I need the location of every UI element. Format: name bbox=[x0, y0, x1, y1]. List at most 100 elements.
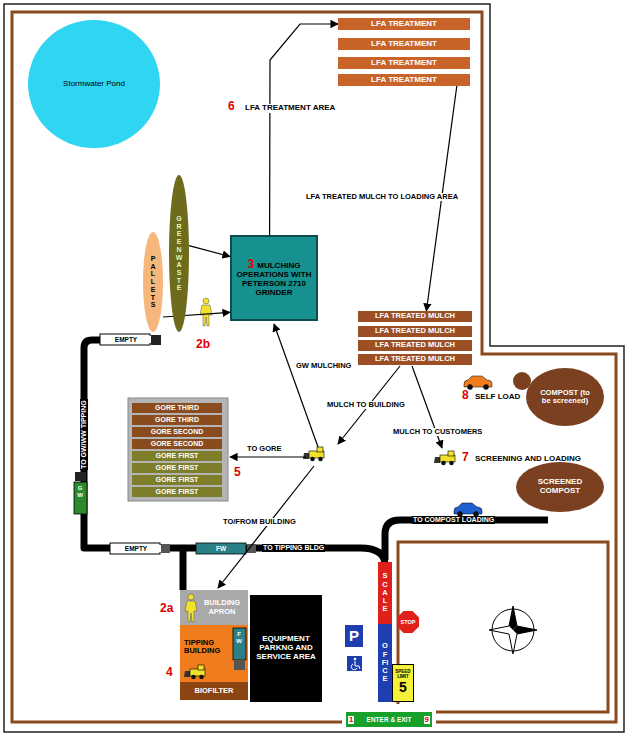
stop-sign-outline bbox=[397, 611, 419, 633]
site-boundary-part bbox=[4, 4, 624, 732]
area-label: LFA TREATMENT AREA bbox=[244, 104, 336, 113]
node-text: STOP bbox=[401, 619, 416, 625]
road-label: TO GW/WW TIPPING bbox=[80, 399, 88, 470]
equipment-area: EQUIPMENT PARKNG AND SERVICE AREA bbox=[250, 595, 322, 702]
road-label: TO TIPPING BLDG bbox=[262, 544, 325, 552]
node-text: LFA TREATED MULCH bbox=[375, 355, 455, 363]
callout-number: 5 bbox=[234, 466, 241, 479]
node-text: LFA TREATED MULCH bbox=[375, 327, 455, 335]
node-text: GREENWASTE bbox=[176, 215, 183, 292]
flow-label: TO/FROM BUILDING bbox=[222, 518, 297, 526]
building bbox=[180, 590, 248, 682]
gore-band: GORE SECOND bbox=[132, 427, 222, 437]
text-block: 3MULCHING OPERATIONS WITH PETERSON 2710 … bbox=[232, 258, 316, 298]
node-text: GORE FIRST bbox=[156, 464, 199, 472]
loader-part bbox=[303, 447, 324, 461]
truck-label: EMPTY bbox=[101, 336, 151, 343]
flow-label: TO GORE bbox=[246, 445, 282, 453]
callout-number: 6 bbox=[228, 100, 235, 113]
edge-label: LFA TREATED MULCH TO LOADING AREA bbox=[305, 193, 459, 201]
greenwaste-pile-outline bbox=[169, 175, 189, 332]
building-part bbox=[180, 590, 248, 625]
truck-part bbox=[196, 543, 246, 554]
mulch-band: LFA TREATED MULCH bbox=[358, 326, 472, 337]
truck-part bbox=[234, 661, 245, 670]
accessible-sign-part bbox=[354, 658, 357, 661]
loader-part bbox=[184, 665, 205, 679]
compost-pile: COMPOST (to be screened) bbox=[526, 368, 604, 426]
road-part bbox=[385, 520, 548, 560]
flow-label: MULCH TO BUILDING bbox=[326, 401, 406, 409]
flow-arrow-part bbox=[230, 456, 306, 457]
loader-part bbox=[434, 451, 455, 465]
apron-area: BUILDING APRON bbox=[180, 590, 248, 625]
site-boundary-part bbox=[398, 542, 608, 712]
callout-number: 2b bbox=[196, 338, 210, 351]
accessible-sign-part bbox=[347, 656, 362, 671]
entrance: 1ENTER & EXIT9 bbox=[346, 712, 432, 727]
road-part bbox=[180, 548, 187, 590]
node-text: TIPPING BUILDING bbox=[184, 639, 230, 656]
node-text: LFA TREATED MULCH bbox=[375, 312, 455, 320]
node-text: GORE SECOND bbox=[151, 440, 204, 448]
truck-part bbox=[233, 628, 246, 660]
treatment-band: LFA TREATMENT bbox=[338, 74, 470, 86]
truck-label: GW bbox=[77, 485, 83, 498]
compass-rose-part bbox=[489, 606, 537, 654]
building-part bbox=[180, 625, 248, 682]
pond-outline bbox=[28, 20, 160, 148]
area-label: SELF LOAD bbox=[475, 393, 520, 402]
biofilter: BIOFILTER bbox=[180, 682, 248, 700]
node-text: COMPOST (to be screened) bbox=[536, 389, 594, 406]
truck-part bbox=[75, 472, 86, 481]
treatment-band: LFA TREATMENT bbox=[338, 18, 470, 30]
node-text: BIOFILTER bbox=[194, 687, 233, 695]
compass-rose bbox=[489, 606, 537, 654]
gore-area bbox=[128, 398, 228, 501]
mulch-band: LFA TREATED MULCH bbox=[358, 311, 472, 322]
node-text: GORE FIRST bbox=[156, 452, 199, 460]
road-label: TO COMPOST LOADING bbox=[412, 516, 495, 524]
truck-part bbox=[161, 544, 170, 553]
flow-arrow bbox=[270, 24, 338, 235]
car-part bbox=[454, 503, 482, 517]
callout-number: 7 bbox=[462, 451, 469, 464]
gore-band: GORE THIRD bbox=[132, 403, 222, 413]
node-text: OFFICE bbox=[381, 642, 389, 683]
callout-number: 4 bbox=[166, 666, 173, 679]
gore-band: GORE FIRST bbox=[132, 475, 222, 485]
area-label: SCREENING AND LOADING bbox=[475, 455, 581, 464]
node-text: SCALE bbox=[381, 572, 389, 613]
gore-band: GORE THIRD bbox=[132, 415, 222, 425]
truck-part bbox=[151, 335, 161, 345]
site-boundary-part bbox=[12, 12, 616, 722]
mulch-band: LFA TREATED MULCH bbox=[358, 354, 472, 365]
gore-band: GORE FIRST bbox=[132, 463, 222, 473]
node-text: EQUIPMENT PARKNG AND SERVICE AREA bbox=[253, 635, 319, 661]
flow-label: MULCH TO CUSTOMERS bbox=[392, 428, 483, 436]
treatment-band: LFA TREATMENT bbox=[338, 38, 470, 50]
node-text: GORE FIRST bbox=[156, 488, 199, 496]
treatment-band: LFA TREATMENT bbox=[338, 57, 470, 69]
road-part bbox=[84, 340, 385, 565]
node-text: LFA TREATMENT bbox=[371, 76, 437, 85]
greenwaste-pile: GREENWASTE bbox=[169, 175, 189, 332]
truck-label: FW bbox=[236, 631, 242, 644]
accessible-sign-part bbox=[351, 661, 360, 670]
truck-part bbox=[100, 334, 150, 345]
car-part bbox=[464, 376, 492, 390]
node-text: LFA TREATMENT bbox=[371, 40, 437, 49]
gore-area-part bbox=[128, 398, 228, 501]
node-text: 3 bbox=[248, 257, 255, 271]
mulch-band: LFA TREATED MULCH bbox=[358, 340, 472, 351]
truck bbox=[74, 334, 256, 670]
callout-number: 2a bbox=[160, 602, 173, 615]
node-text: 5 bbox=[399, 680, 407, 695]
parking-sign: P bbox=[345, 625, 363, 647]
accessible-sign bbox=[347, 656, 362, 671]
scale: SCALE bbox=[378, 562, 392, 624]
truck-label: EMPTY bbox=[111, 545, 161, 552]
compass-rose-part bbox=[509, 606, 517, 630]
gore-band: GORE FIRST bbox=[132, 451, 222, 461]
